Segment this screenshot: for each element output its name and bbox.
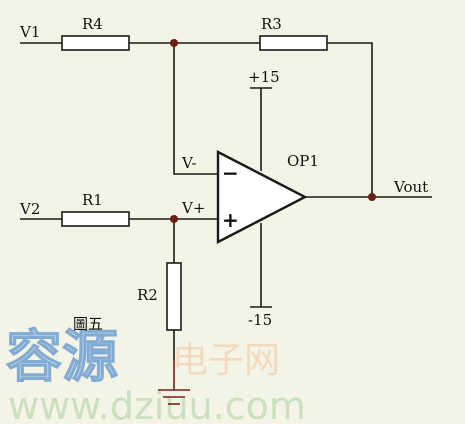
figure-caption: 圖五 [73,315,103,333]
resistor-r4 [61,35,130,51]
label-op1: OP1 [287,152,319,170]
wire-feedback-right [327,42,373,197]
opamp-op1 [216,150,308,244]
junction-dot-output [368,193,376,201]
opamp-minus-sign: − [222,161,239,185]
label-v-minus: V- [181,154,197,172]
label-v-plus: V+ [181,199,205,217]
opamp-plus-sign: + [222,208,239,232]
wire-feedback-to-inverting [173,43,218,175]
junction-dot-top [170,39,178,47]
label-vout: Vout [393,178,428,196]
resistor-r1 [61,211,130,227]
watermark-brand: 容源 [6,325,118,390]
label-supply-positive: +15 [248,68,280,86]
label-r4: R4 [82,15,103,33]
resistor-r2 [166,262,182,331]
label-r3: R3 [261,15,282,33]
resistor-r3 [259,35,328,51]
watermark-subtitle: 电子网 [172,340,280,381]
ground-symbol [158,360,190,405]
label-supply-negative: -15 [248,311,272,329]
label-r2: R2 [137,286,158,304]
label-r1: R1 [82,191,103,209]
watermark: 容源 电子网 www.dziuu.com [5,324,306,424]
junction-dot-noninverting [170,215,178,223]
watermark-url: www.dziuu.com [8,384,306,424]
label-v2: V2 [19,200,40,218]
label-v1: V1 [19,23,40,41]
